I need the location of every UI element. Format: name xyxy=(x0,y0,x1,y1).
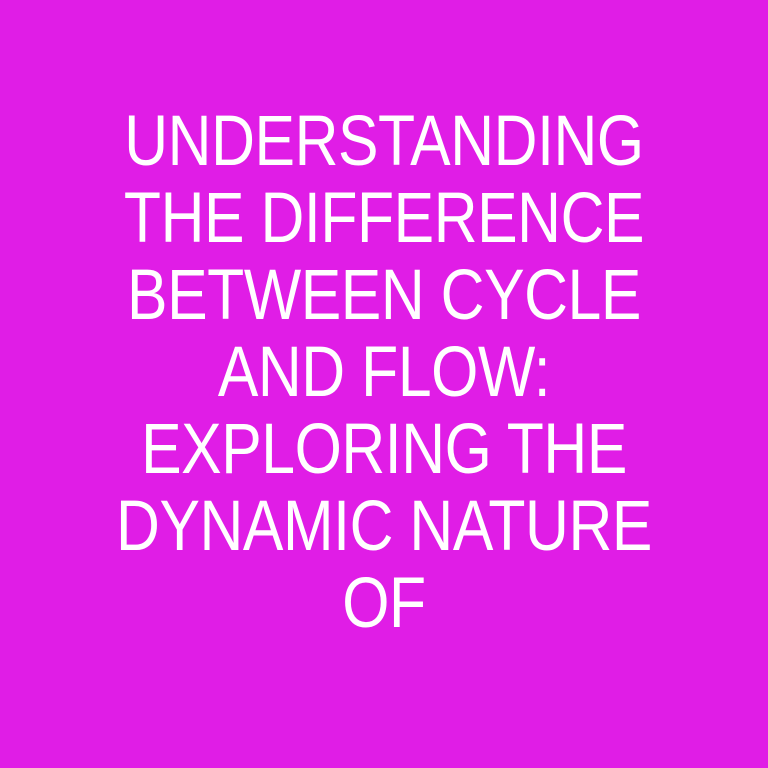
title-line-7: OF xyxy=(342,563,426,643)
page-title: UNDERSTANDING THE DIFFERENCE BETWEEN CYC… xyxy=(0,103,768,642)
title-line-4: AND FLOW: xyxy=(217,332,551,412)
title-line-5: EXPLORING THE xyxy=(141,409,627,489)
title-line-3: BETWEEN CYCLE xyxy=(127,255,641,335)
title-line-1: UNDERSTANDING xyxy=(124,101,644,181)
title-line-2: THE DIFFERENCE xyxy=(123,178,645,258)
title-line-6: DYNAMIC NATURE xyxy=(116,486,652,566)
